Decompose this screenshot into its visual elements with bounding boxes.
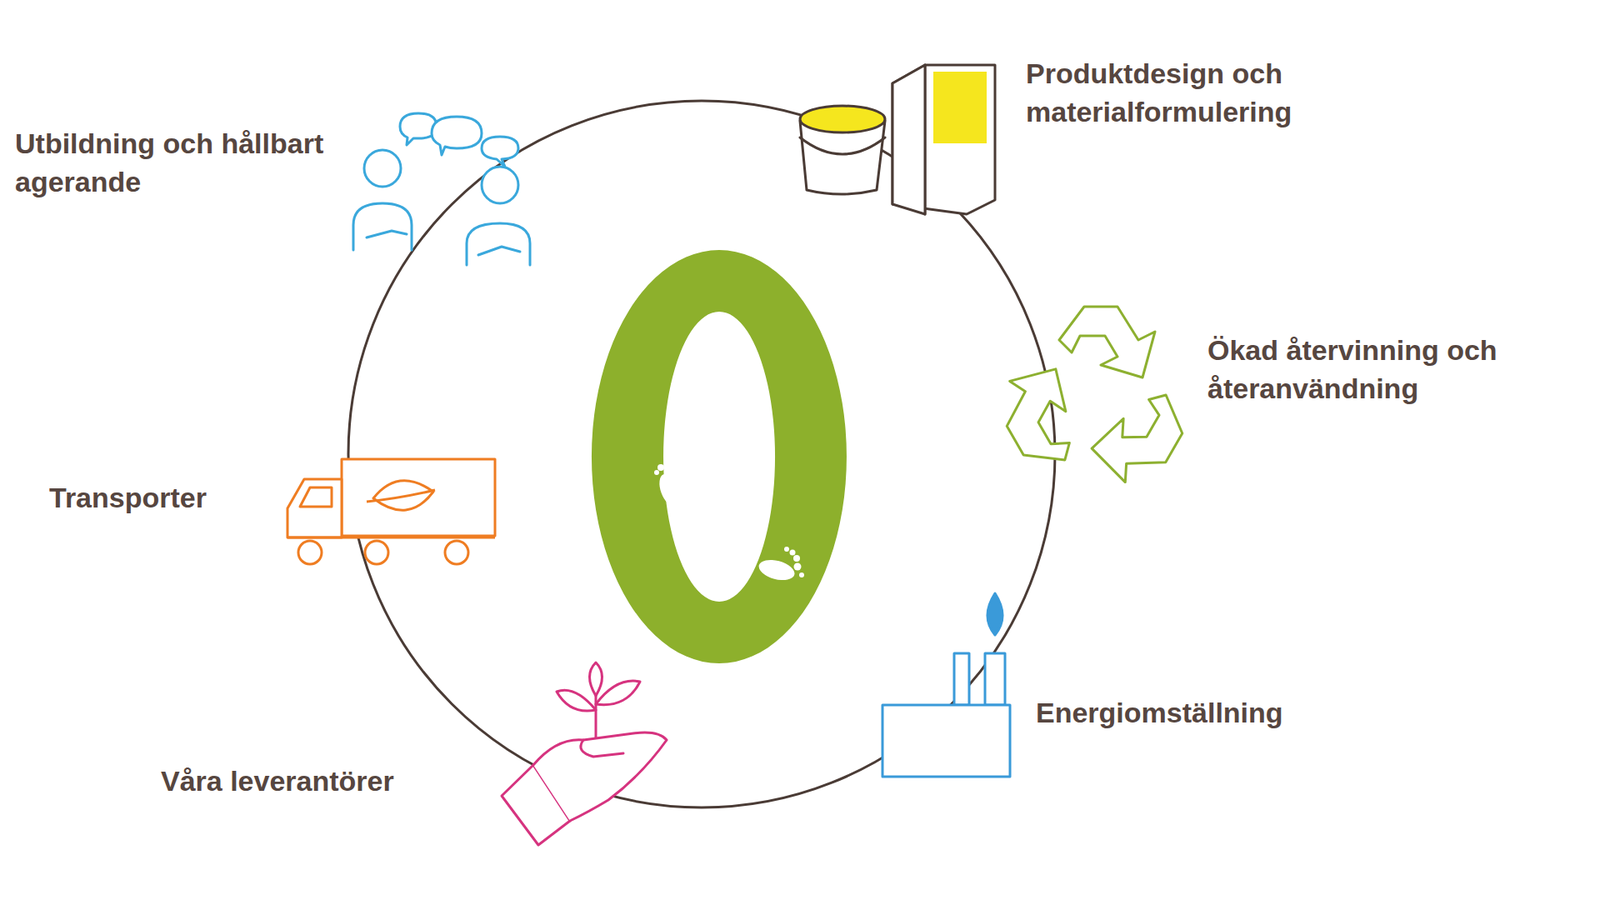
item-label: Transporter — [49, 479, 300, 518]
product-icon — [800, 65, 995, 215]
item-label: Våra leverantörer — [160, 762, 495, 801]
people-icon — [353, 113, 530, 265]
item-label: Ökad återvinning och återanvändning — [1207, 331, 1583, 409]
item-label: Utbildning och hållbart agerande — [15, 125, 332, 202]
zero-symbol — [591, 250, 847, 664]
recycle-icon — [988, 306, 1195, 495]
zero-shape — [591, 250, 847, 664]
factory-icon — [882, 593, 1010, 777]
hand-icon — [501, 662, 667, 845]
item-label: Energiomställning — [1035, 694, 1370, 733]
footprints — [654, 461, 805, 584]
truck-icon — [287, 459, 495, 565]
item-label: Produktdesign och materialformulering — [1025, 55, 1418, 132]
